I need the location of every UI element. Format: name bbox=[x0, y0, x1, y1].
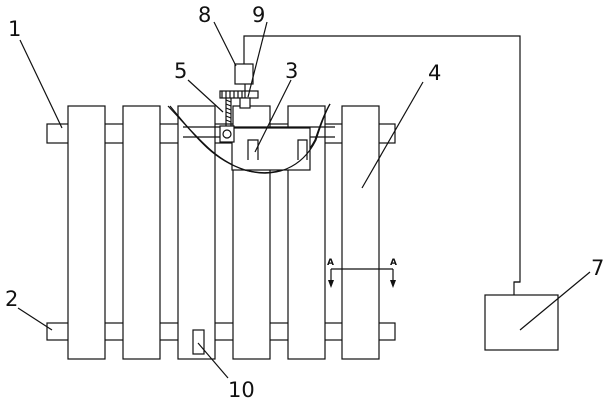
controller-box bbox=[484, 294, 559, 351]
bottom-probe bbox=[192, 329, 205, 355]
cutaway-edge bbox=[169, 103, 331, 174]
leader-7 bbox=[519, 271, 591, 331]
sensor-box bbox=[234, 63, 254, 85]
label-5: 5 bbox=[174, 59, 187, 83]
label-10: 10 bbox=[228, 378, 255, 402]
thread-hatching bbox=[225, 95, 232, 123]
radiator-column-1 bbox=[67, 105, 106, 360]
mounting-plate bbox=[219, 90, 259, 99]
radiator-column-2 bbox=[122, 105, 161, 360]
radiator-column-3 bbox=[177, 105, 216, 360]
valve-body bbox=[219, 125, 235, 143]
label-1: 1 bbox=[8, 17, 21, 41]
label-4: 4 bbox=[428, 61, 441, 85]
section-label-left: A bbox=[327, 258, 334, 268]
leader-5 bbox=[187, 79, 224, 113]
valve-ball bbox=[222, 129, 232, 139]
leader-8 bbox=[213, 21, 237, 67]
label-2: 2 bbox=[5, 287, 18, 311]
label-3: 3 bbox=[285, 59, 298, 83]
leader-3 bbox=[254, 79, 292, 153]
leader-1 bbox=[19, 39, 63, 129]
mounting-plate-teeth bbox=[221, 91, 243, 98]
leader-4 bbox=[361, 81, 424, 189]
label-9: 9 bbox=[252, 3, 265, 27]
label-7: 7 bbox=[591, 256, 604, 280]
section-label-right: A bbox=[390, 258, 397, 268]
signal-wire bbox=[243, 35, 521, 296]
label-8: 8 bbox=[198, 3, 211, 27]
leader-2 bbox=[17, 307, 53, 331]
leader-9 bbox=[247, 21, 268, 98]
leader-10 bbox=[197, 342, 229, 379]
radiator-column-6 bbox=[341, 105, 380, 360]
actuator-stem bbox=[239, 97, 251, 109]
section-arrow-left-head bbox=[328, 280, 334, 288]
section-arrow-right-head bbox=[390, 280, 396, 288]
tube-3-left bbox=[247, 139, 259, 160]
tube-3-right bbox=[297, 139, 308, 160]
